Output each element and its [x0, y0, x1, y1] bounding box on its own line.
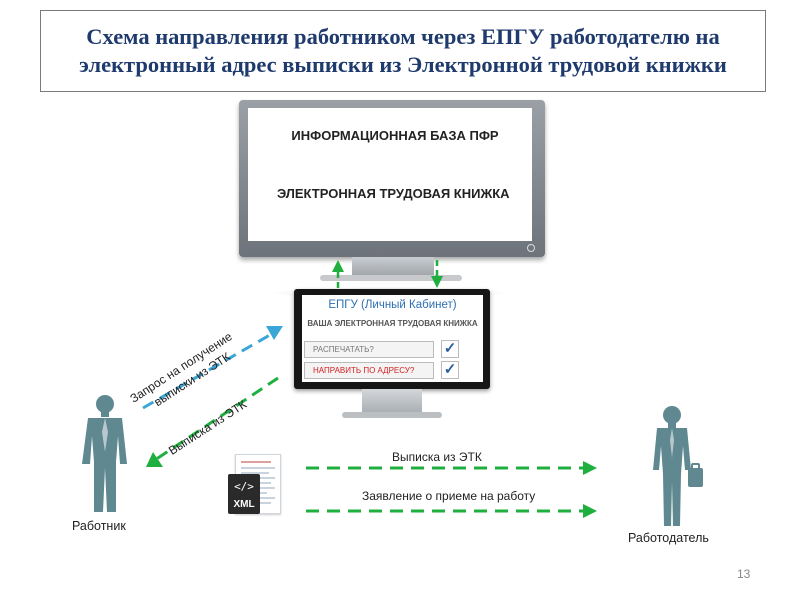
power-dot-icon	[527, 244, 535, 252]
arrow-down-to-epgu	[431, 260, 443, 288]
pfr-monitor-screen	[248, 108, 532, 241]
etk-return-arrow	[146, 376, 279, 467]
pfr-monitor-base	[320, 275, 462, 281]
xml-code-symbol: </>	[234, 480, 254, 493]
pfr-monitor-stand	[352, 257, 434, 277]
employer-label: Работодатель	[628, 531, 709, 545]
worker-icon	[82, 395, 127, 512]
print-checkbox[interactable]: ✓	[441, 340, 459, 358]
send-checkbox[interactable]: ✓	[441, 361, 459, 379]
arrow-up-to-pfr	[332, 260, 344, 288]
epgu-header: ЕПГУ (Личный Кабинет)	[328, 299, 457, 311]
epgu-monitor-base	[342, 412, 442, 418]
etk-to-employer-label: Выписка из ЭТК	[392, 450, 482, 464]
etk-label: ЭЛЕКТРОННАЯ ТРУДОВАЯ КНИЖКА	[277, 186, 510, 201]
application-to-employer-arrow	[306, 504, 597, 518]
epgu-monitor-stand	[362, 389, 422, 414]
application-label: Заявление о приеме на работу	[362, 489, 536, 503]
page-number: 13	[737, 567, 751, 581]
epgu-subheader: ВАША ЭЛЕКТРОННАЯ ТРУДОВАЯ КНИЖКА	[307, 319, 478, 328]
request-arrow	[142, 326, 283, 410]
worker-label: Работник	[72, 519, 126, 533]
page-title: Схема направления работником через ЕПГУ …	[79, 24, 727, 77]
title-box: Схема направления работником через ЕПГУ …	[40, 10, 766, 92]
pfr-database-label: ИНФОРМАЦИОННАЯ БАЗА ПФР	[291, 128, 499, 143]
print-field[interactable]: РАСПЕЧАТАТЬ?	[304, 341, 434, 358]
send-to-address-field[interactable]: НАПРАВИТЬ ПО АДРЕСУ?	[304, 362, 434, 379]
etk-to-employer-arrow	[306, 461, 597, 475]
xml-label: XML	[233, 499, 255, 510]
employer-icon	[653, 406, 703, 526]
xml-file-icon	[228, 474, 260, 514]
